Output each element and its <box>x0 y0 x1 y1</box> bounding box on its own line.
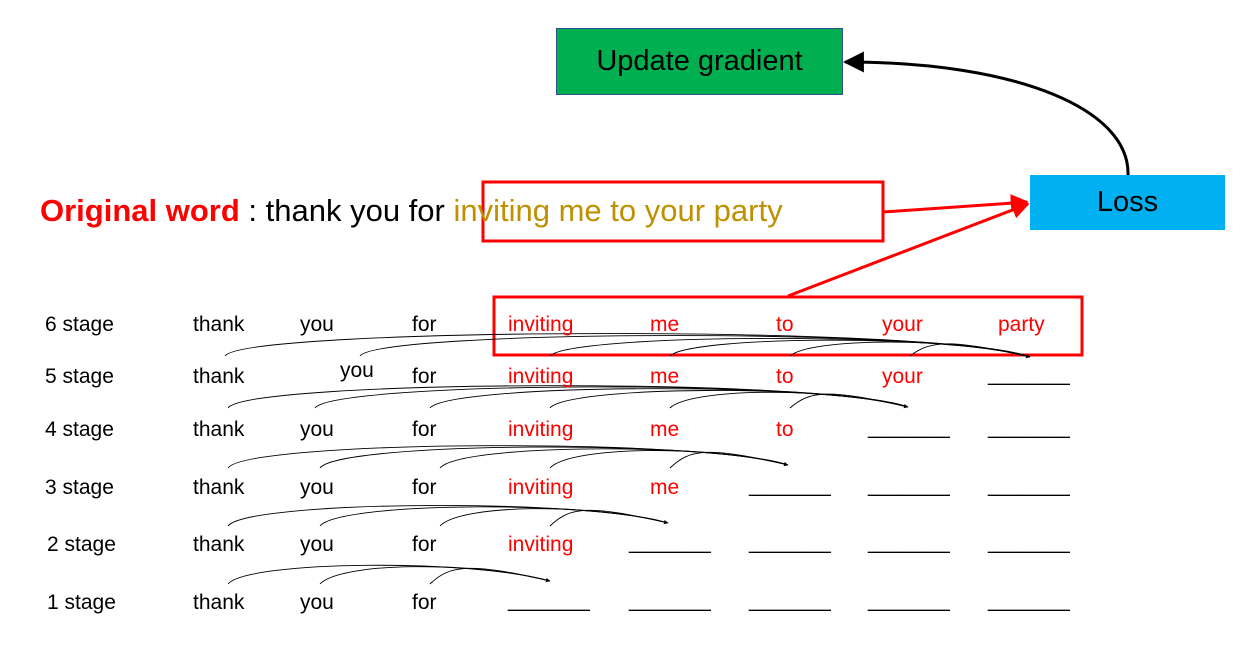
stage-token: to <box>776 418 794 441</box>
attention-arc <box>439 508 669 527</box>
stage6-to-loss-arrow <box>787 201 1030 298</box>
stage-label: 6 stage <box>45 313 114 336</box>
stage-token: for <box>412 313 437 336</box>
attention-arc <box>669 451 789 469</box>
stage-token: your <box>882 313 923 336</box>
stage-token: your <box>882 365 923 388</box>
attention-arc <box>314 386 909 409</box>
blank-slot: _______ <box>988 416 1070 439</box>
blank-slot: _______ <box>508 589 590 612</box>
attention-arc <box>227 385 909 409</box>
stage-token: inviting <box>508 476 574 499</box>
loss-box: Loss <box>1030 175 1225 230</box>
stage-token: inviting <box>508 365 574 388</box>
stage-token: thank <box>193 533 245 556</box>
stage-token: for <box>412 365 437 388</box>
blank-slot: _______ <box>868 474 950 497</box>
attention-arc <box>319 566 551 585</box>
stage-token: for <box>412 418 437 441</box>
stage-token: thank <box>193 591 245 614</box>
attention-arc <box>429 388 909 409</box>
blank-slot: _______ <box>868 531 950 554</box>
stage-token: you <box>300 313 334 336</box>
stage-token: to <box>776 313 794 336</box>
attention-arc <box>227 564 551 585</box>
blank-slot: _______ <box>749 589 831 612</box>
blank-slot: _______ <box>988 589 1070 612</box>
original-separator: : <box>239 193 266 228</box>
attention-arc <box>549 509 669 527</box>
stage-label: 3 stage <box>45 476 114 499</box>
stage-token: thank <box>193 365 245 388</box>
blank-slot: _______ <box>868 589 950 612</box>
stage-token: me <box>650 313 680 336</box>
blank-slot: _______ <box>749 474 831 497</box>
attention-arc <box>909 343 1031 359</box>
blank-slot: _______ <box>988 363 1070 386</box>
update-gradient-box: Update gradient <box>556 28 843 95</box>
original-word-label: Original word <box>40 193 240 228</box>
stage-token: for <box>412 591 437 614</box>
attention-arc <box>429 567 551 585</box>
stage-token: you <box>300 476 334 499</box>
stage-label: 1 stage <box>47 591 116 614</box>
loss-to-update-arrow <box>842 51 1130 176</box>
stage-token: inviting <box>508 533 574 556</box>
stage-token: inviting <box>508 418 574 441</box>
stage-token: you <box>300 418 334 441</box>
stage-token: you <box>340 359 374 382</box>
stage-token: party <box>998 313 1045 336</box>
stage6-highlight-box <box>492 295 1084 357</box>
attention-arc <box>549 450 789 469</box>
attention-arc <box>227 505 669 527</box>
blank-slot: _______ <box>749 531 831 554</box>
update-gradient-label: Update gradient <box>596 45 803 77</box>
original-highlight-text: inviting me to your party <box>453 193 783 228</box>
attention-arc <box>224 333 1031 358</box>
attention-arc <box>549 390 909 409</box>
blank-slot: _______ <box>988 474 1070 497</box>
attention-arc <box>789 393 909 409</box>
attention-arcs <box>224 333 1031 585</box>
attention-arc <box>319 506 669 527</box>
stage-token: me <box>650 476 680 499</box>
original-plain-text: thank you for <box>265 193 454 228</box>
original-word-line: Original word : thank you for inviting m… <box>40 193 783 229</box>
blank-slot: _______ <box>629 589 711 612</box>
original-to-loss-arrow <box>882 194 1029 214</box>
stage-token: me <box>650 365 680 388</box>
attention-arc <box>669 391 909 409</box>
stage-label: 4 stage <box>45 418 114 441</box>
stage-token: thank <box>193 476 245 499</box>
blank-slot: _______ <box>629 531 711 554</box>
stage-token: you <box>300 591 334 614</box>
attention-arc <box>227 445 789 469</box>
stage-token: to <box>776 365 794 388</box>
blank-slot: _______ <box>868 416 950 439</box>
loss-label: Loss <box>1096 186 1159 218</box>
stage-label: 2 stage <box>47 533 116 556</box>
stage-token: for <box>412 533 437 556</box>
stage-token: thank <box>193 313 245 336</box>
stage-token: inviting <box>508 313 574 336</box>
blank-slot: _______ <box>988 531 1070 554</box>
stage-token: you <box>300 533 334 556</box>
stage-label: 5 stage <box>45 365 114 388</box>
stage-token: me <box>650 418 680 441</box>
stage-token: for <box>412 476 437 499</box>
stage-token: thank <box>193 418 245 441</box>
